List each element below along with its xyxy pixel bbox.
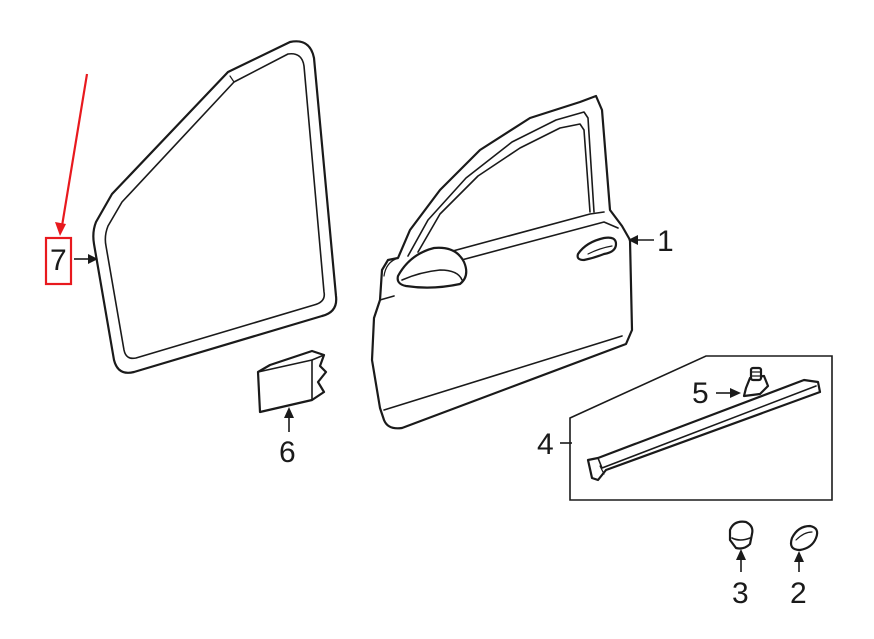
leader-1 xyxy=(628,235,654,245)
weatherstrip-part[interactable] xyxy=(92,40,338,374)
moulding-group[interactable] xyxy=(569,355,833,501)
callout-3[interactable]: 3 xyxy=(732,577,749,610)
callout-6[interactable]: 6 xyxy=(279,436,296,469)
pointer-arrow-line xyxy=(60,73,89,227)
leader-6 xyxy=(284,407,294,432)
grommet-plug-part[interactable] xyxy=(728,520,754,550)
callout-1[interactable]: 1 xyxy=(657,225,674,258)
insulator-pad-part[interactable] xyxy=(256,349,328,414)
pointer-arrow-head xyxy=(55,222,66,236)
leader-2 xyxy=(794,551,804,572)
callout-5[interactable]: 5 xyxy=(692,377,709,410)
callout-7[interactable]: 7 xyxy=(50,244,67,277)
nameplate-clip-part[interactable] xyxy=(789,524,819,552)
leader-7 xyxy=(74,254,98,264)
leader-5 xyxy=(716,388,741,398)
highlight-marker xyxy=(44,73,89,286)
leader-3 xyxy=(736,549,746,572)
moulding-clip-part[interactable] xyxy=(742,366,770,398)
door-shell-part[interactable] xyxy=(370,94,634,430)
highlight-box xyxy=(44,236,73,286)
callout-4[interactable]: 4 xyxy=(537,428,554,461)
callout-2[interactable]: 2 xyxy=(790,577,807,610)
